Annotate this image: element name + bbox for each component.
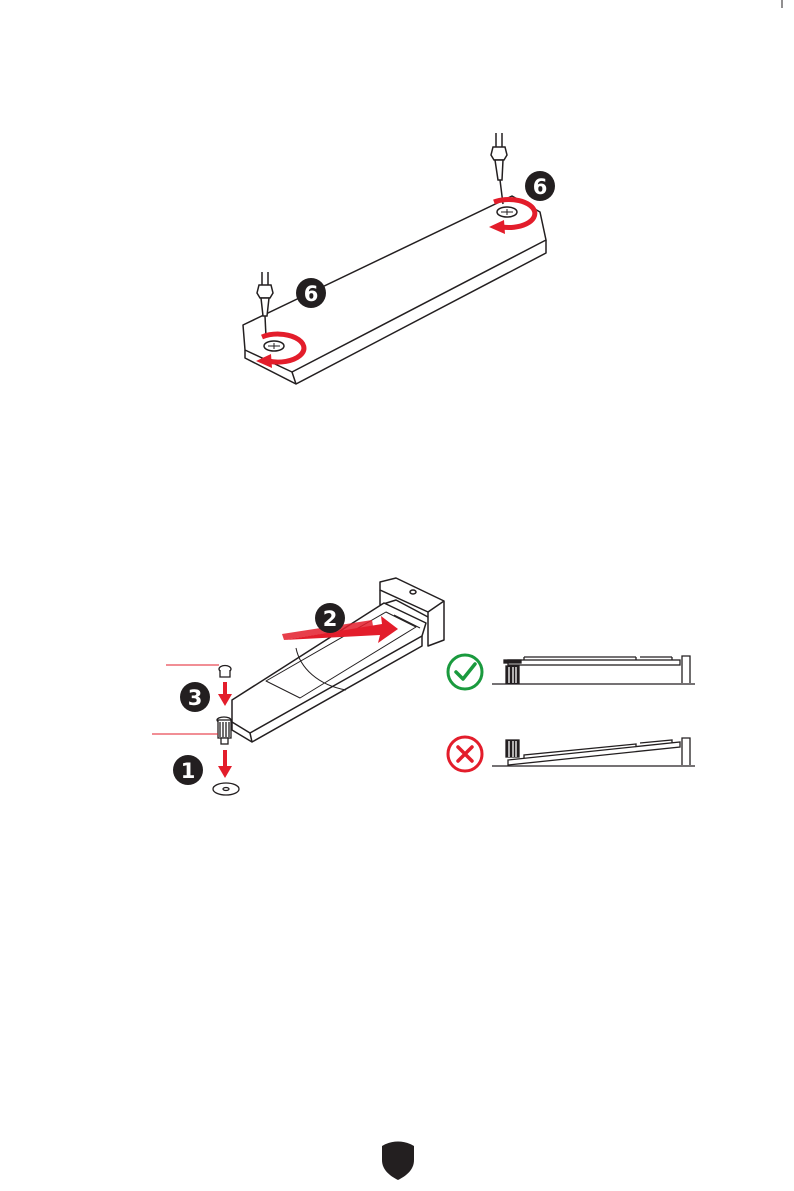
shield-icon	[382, 1142, 414, 1181]
